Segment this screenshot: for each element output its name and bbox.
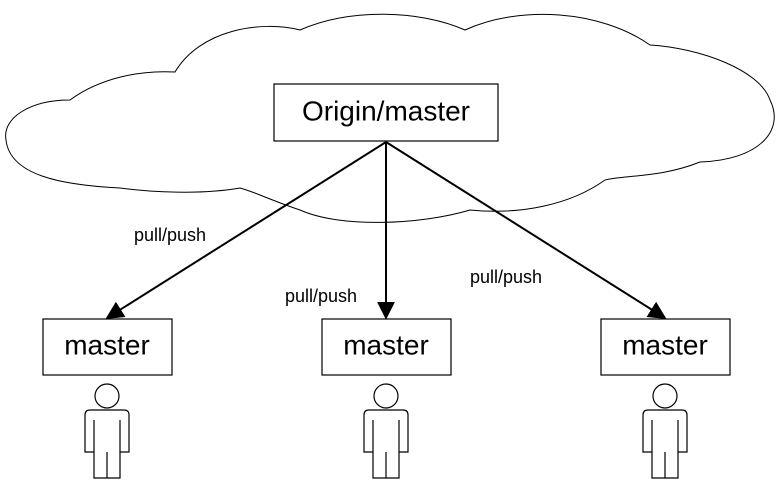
person-icon	[363, 383, 409, 479]
origin-label: Origin/master	[302, 95, 470, 126]
client-node-center: master	[321, 318, 452, 376]
person-icon	[84, 383, 130, 479]
client-label: master	[343, 329, 429, 360]
client-node-right: master	[600, 318, 731, 376]
edge-label-center: pull/push	[285, 286, 357, 306]
client-label: master	[64, 329, 150, 360]
person-icon	[642, 383, 688, 479]
client-node-left: master	[42, 318, 173, 376]
client-label: master	[622, 329, 708, 360]
edges	[105, 141, 667, 320]
origin-node: Origin/master	[273, 83, 499, 142]
edge-label-right: pull/push	[470, 267, 542, 287]
edge-right	[385, 141, 667, 319]
edge-label-left: pull/push	[134, 225, 206, 245]
edge-left	[105, 141, 387, 319]
